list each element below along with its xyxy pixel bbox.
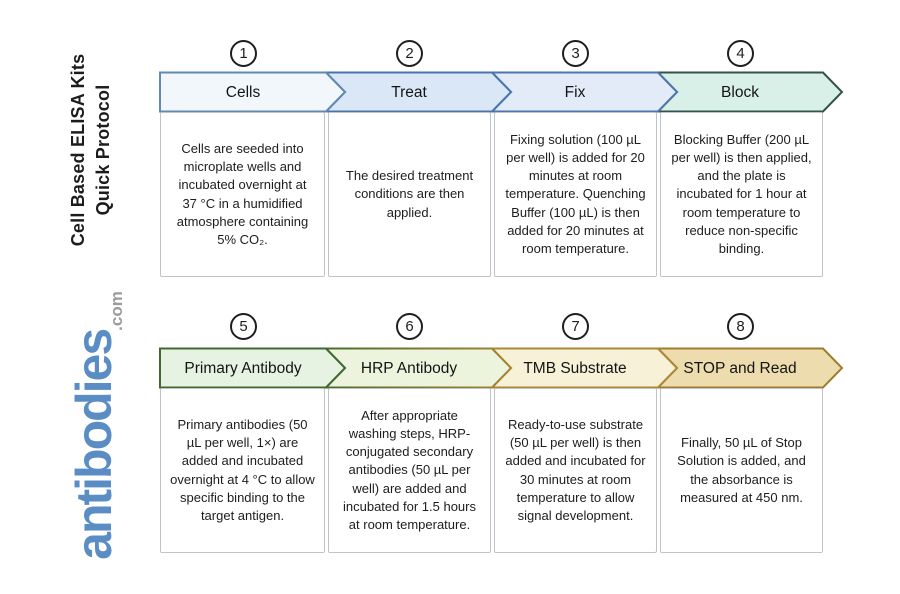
step-6-banner-label: HRP Antibody <box>361 360 457 377</box>
step-6-number: 6 <box>405 318 414 335</box>
step-7-banner-label: TMB Substrate <box>523 360 626 377</box>
brand-logo-suffix: .com <box>107 291 126 331</box>
step-6-description: After appropriate washing steps, HRP-con… <box>343 407 476 532</box>
step-4-number-circle: 4 <box>727 40 754 67</box>
step-4-number: 4 <box>736 45 745 62</box>
brand-logo: antibodies.com <box>65 275 129 575</box>
banner-row-2: Primary Antibody HRP Antibody TMB Substr… <box>159 347 844 389</box>
step-2-description-box: The desired treatment conditions are the… <box>328 112 491 277</box>
page-title-line1: Cell Based ELISA Kits <box>68 53 88 247</box>
step-1-number-circle: 1 <box>230 40 257 67</box>
step-7-number: 7 <box>571 318 580 335</box>
step-4-banner-label: Block <box>721 84 759 101</box>
step-3-number-circle: 3 <box>562 40 589 67</box>
step-8-description: Finally, 50 µL of Stop Solution is added… <box>677 435 806 505</box>
step-1-banner-label: Cells <box>226 84 261 101</box>
step-3-number: 3 <box>571 45 580 62</box>
step-3-description-box: Fixing solution (100 µL per well) is add… <box>494 112 657 277</box>
step-4-description: Blocking Buffer (200 µL per well) is the… <box>671 131 812 256</box>
step-1-description-box: Cells are seeded into microplate wells a… <box>160 112 325 277</box>
brand-logo-text: antibodies <box>66 329 122 560</box>
step-3-description: Fixing solution (100 µL per well) is add… <box>505 131 646 256</box>
step-6-description-box: After appropriate washing steps, HRP-con… <box>328 388 491 553</box>
step-2-description: The desired treatment conditions are the… <box>345 168 474 220</box>
step-7-description: Ready-to-use substrate (50 µL per well) … <box>505 416 646 523</box>
step-2-number-circle: 2 <box>396 40 423 67</box>
step-8-number-circle: 8 <box>727 313 754 340</box>
step-1-description: Cells are seeded into microplate wells a… <box>176 140 309 247</box>
step-1-banner-arrow <box>159 71 347 113</box>
step-8-number: 8 <box>736 318 745 335</box>
step-5-description: Primary antibodies (50 µL per well, 1×) … <box>170 416 315 523</box>
step-7-number-circle: 7 <box>562 313 589 340</box>
step-1-number: 1 <box>239 45 248 62</box>
step-5-description-box: Primary antibodies (50 µL per well, 1×) … <box>160 388 325 553</box>
step-5-banner-arrow <box>159 347 347 389</box>
banner-row-1: Cells Treat Fix Block <box>159 71 844 113</box>
step-5-banner-label: Primary Antibody <box>184 360 301 377</box>
vertical-page-title: Cell Based ELISA Kits Quick Protocol <box>66 35 118 265</box>
step-5-number: 5 <box>239 318 248 335</box>
step-3-banner-label: Fix <box>565 84 586 101</box>
step-2-banner-label: Treat <box>391 84 427 101</box>
page-title-line2: Quick Protocol <box>93 84 114 216</box>
step-8-description-box: Finally, 50 µL of Stop Solution is added… <box>660 388 823 553</box>
step-7-description-box: Ready-to-use substrate (50 µL per well) … <box>494 388 657 553</box>
step-6-number-circle: 6 <box>396 313 423 340</box>
step-8-banner-label: STOP and Read <box>683 360 796 377</box>
step-4-description-box: Blocking Buffer (200 µL per well) is the… <box>660 112 823 277</box>
step-5-number-circle: 5 <box>230 313 257 340</box>
step-2-number: 2 <box>405 45 414 62</box>
